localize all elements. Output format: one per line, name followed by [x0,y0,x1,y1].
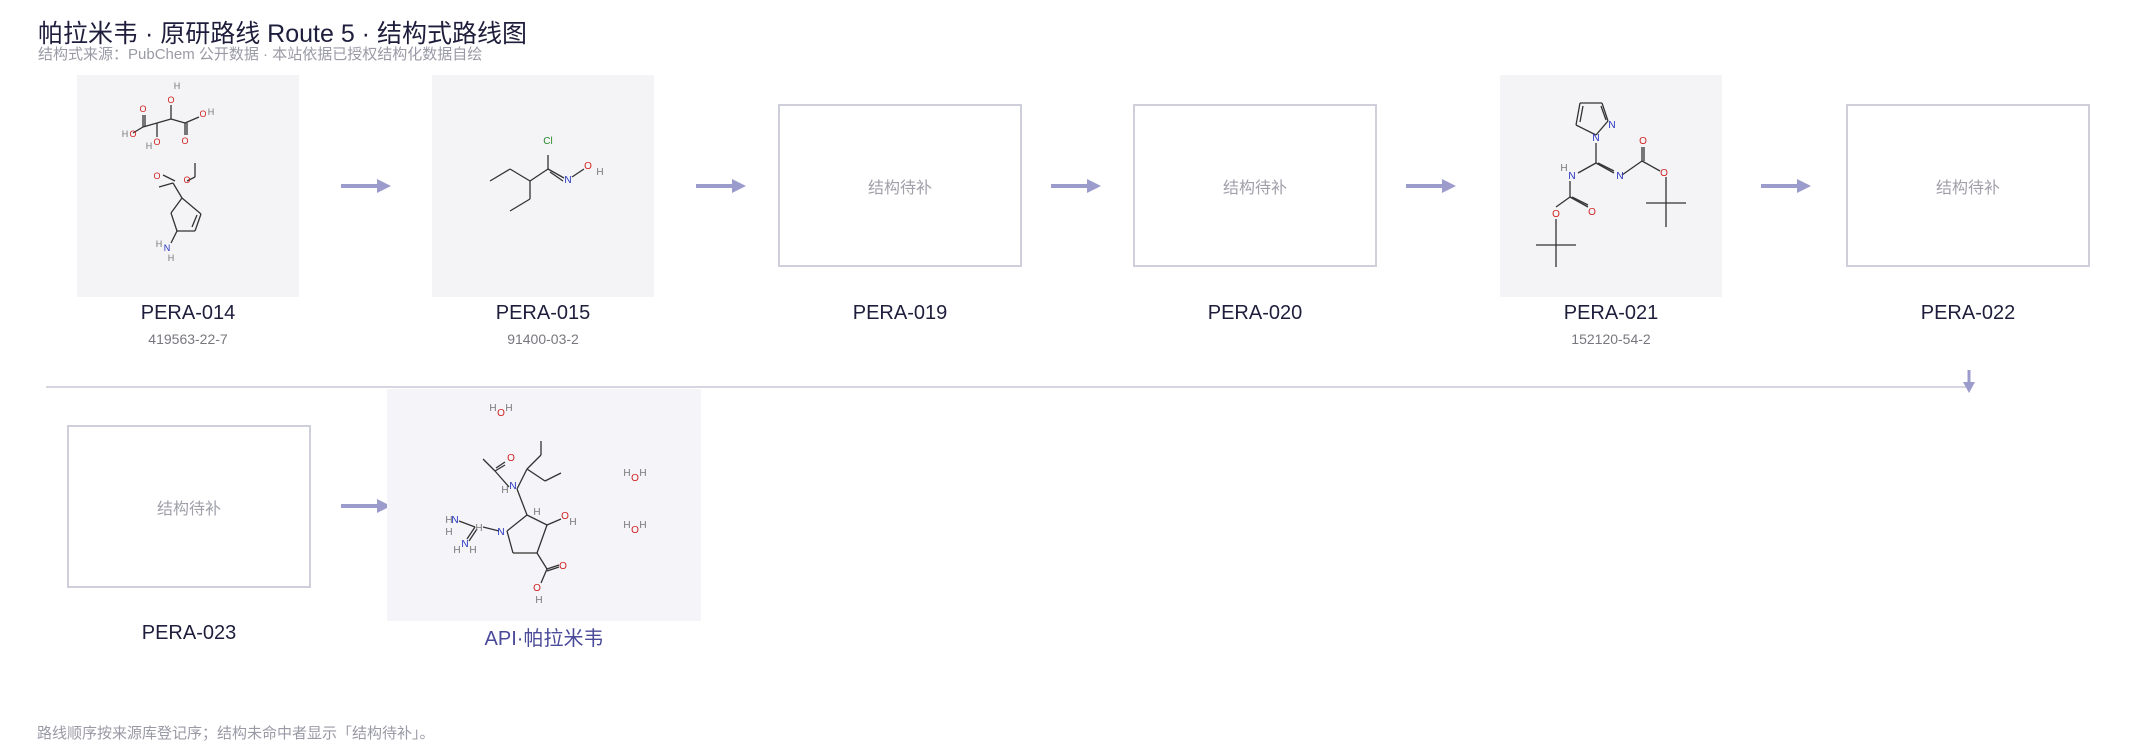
node-code: PERA-019 [852,302,948,324]
svg-text:N: N [461,539,468,550]
arrow-down [1963,370,1975,393]
svg-text:O: O [129,129,136,139]
svg-text:H: H [505,403,512,414]
arrow-right [1406,179,1456,193]
arrow-right [696,179,746,193]
node-code-api: API·帕拉米韦 [484,628,604,650]
svg-text:H: H [623,468,630,479]
structure-pera-021: N N N H N O O O O [1500,75,1722,297]
structure-api: O H H O H H O H H [387,389,701,621]
svg-text:O: O [1588,207,1596,218]
svg-text:H: H [489,403,496,414]
svg-text:O: O [1552,209,1560,220]
node-code: PERA-021 [1563,302,1659,324]
svg-text:H: H [453,545,460,556]
svg-text:O: O [1639,136,1647,147]
structure-pera-015: Cl N O H [432,75,654,297]
svg-text:O: O [153,171,160,181]
svg-text:O: O [183,175,190,185]
svg-text:H: H [1560,163,1567,174]
svg-text:H: H [445,515,452,526]
svg-text:O: O [497,408,505,419]
svg-text:H: H [146,141,153,151]
svg-text:N: N [1616,171,1623,182]
svg-text:H: H [596,167,603,178]
structure-placeholder: 结构待补 [1133,104,1377,267]
node-code: PERA-020 [1207,302,1303,324]
svg-text:N: N [1568,171,1575,182]
arrow-right [341,499,391,513]
svg-text:O: O [584,161,592,172]
svg-text:H: H [469,545,476,556]
node-cas: 419563-22-7 [148,331,228,347]
svg-text:H: H [623,520,630,531]
svg-text:N: N [497,527,504,538]
svg-text:H: H [639,468,646,479]
node-code: PERA-022 [1920,302,2016,324]
svg-text:N: N [1608,120,1615,131]
svg-text:N: N [564,175,571,186]
svg-text:H: H [156,239,163,249]
svg-text:H: H [533,507,540,518]
svg-text:O: O [631,525,639,536]
svg-text:N: N [451,515,458,526]
arrow-right [1761,179,1811,193]
structure-pera-014: O H O O H O H O O H O O [77,75,299,297]
svg-text:O: O [139,104,146,114]
svg-text:O: O [559,561,567,572]
arrow-right [341,179,391,193]
svg-text:H: H [208,107,215,117]
svg-text:O: O [181,136,188,146]
svg-text:H: H [445,527,452,538]
node-code: PERA-014 [140,302,236,324]
svg-text:Cl: Cl [543,136,552,147]
node-code: PERA-015 [495,302,591,324]
page-title: 帕拉米韦 · 原研路线 Route 5 · 结构式路线图 [38,20,527,48]
svg-text:H: H [174,81,181,91]
svg-text:H: H [168,253,175,263]
svg-text:N: N [164,243,171,253]
svg-text:O: O [561,511,569,522]
page-footer-note: 路线顺序按来源库登记序；结构未命中者显示「结构待补」。 [37,725,435,742]
svg-text:O: O [199,109,206,119]
svg-text:H: H [501,485,508,496]
svg-text:O: O [507,453,515,464]
node-cas: 91400-03-2 [507,331,579,347]
node-code: PERA-023 [141,622,237,644]
svg-text:O: O [631,473,639,484]
svg-text:H: H [122,129,129,139]
svg-text:N: N [1592,133,1599,144]
svg-text:H: H [639,520,646,531]
structure-placeholder: 结构待补 [778,104,1022,267]
svg-text:O: O [167,95,174,105]
node-cas: 152120-54-2 [1571,331,1651,347]
page-subtitle: 结构式来源：PubChem 公开数据 · 本站依据已授权结构化数据自绘 [38,46,483,63]
arrow-right [1051,179,1101,193]
svg-text:H: H [535,595,542,606]
svg-text:H: H [569,517,576,528]
svg-text:O: O [1660,168,1668,179]
structure-placeholder: 结构待补 [1846,104,2090,267]
structure-placeholder: 结构待补 [67,425,311,588]
row-wrap-line [46,386,1968,388]
svg-text:O: O [153,137,160,147]
svg-text:N: N [509,481,516,492]
svg-text:O: O [533,583,541,594]
svg-text:H: H [475,523,482,534]
